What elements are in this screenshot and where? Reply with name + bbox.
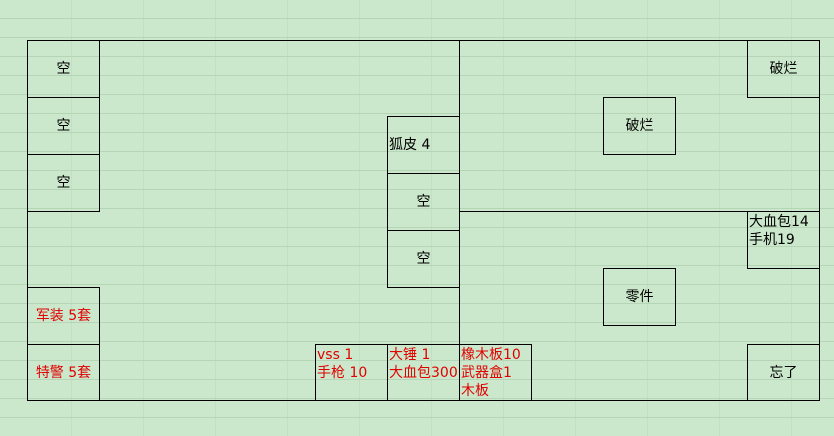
cell-weapons-line-2: 手枪 10: [317, 365, 368, 381]
cell-wood-line-3: 木板: [461, 383, 489, 399]
cell-center-empty-1[interactable]: 空: [387, 173, 460, 231]
cell-center-empty-2[interactable]: 空: [387, 230, 460, 288]
cell-military-uniform[interactable]: 军装 5套: [27, 287, 100, 345]
cell-weapons[interactable]: vss 1 手枪 10: [315, 344, 388, 401]
cell-broken-middle[interactable]: 破烂: [603, 97, 676, 155]
cell-parts[interactable]: 零件: [603, 268, 676, 326]
cell-supplies[interactable]: 大血包14 手机19: [747, 211, 820, 269]
cell-wood-boards[interactable]: 橡木板10 武器盒1 木板: [459, 344, 532, 401]
cell-supplies-line-2: 手机19: [749, 232, 795, 248]
cell-wood-line-2: 武器盒1: [461, 365, 512, 381]
cell-left-2[interactable]: 空: [27, 97, 100, 155]
cell-hammer-medkit[interactable]: 大锤 1 大血包300: [387, 344, 460, 401]
cell-fox-fur[interactable]: 狐皮 4: [387, 116, 460, 174]
cell-weapons-line-1: vss 1: [317, 347, 354, 363]
outer-border-top: [27, 40, 820, 41]
cell-wood-line-1: 橡木板10: [461, 347, 521, 363]
cell-left-3[interactable]: 空: [27, 154, 100, 212]
right-horizontal-divider: [459, 211, 820, 212]
cell-left-1[interactable]: 空: [27, 40, 100, 98]
cell-forgot[interactable]: 忘了: [747, 344, 820, 401]
cell-swat-uniform[interactable]: 特警 5套: [27, 344, 100, 401]
outer-border-left: [27, 40, 28, 401]
cell-supplies-line-1: 大血包14: [749, 214, 809, 230]
cell-broken-top-right[interactable]: 破烂: [747, 40, 820, 98]
cell-hammer-line-2: 大血包300: [389, 365, 458, 381]
cell-hammer-line-1: 大锤 1: [389, 347, 431, 363]
